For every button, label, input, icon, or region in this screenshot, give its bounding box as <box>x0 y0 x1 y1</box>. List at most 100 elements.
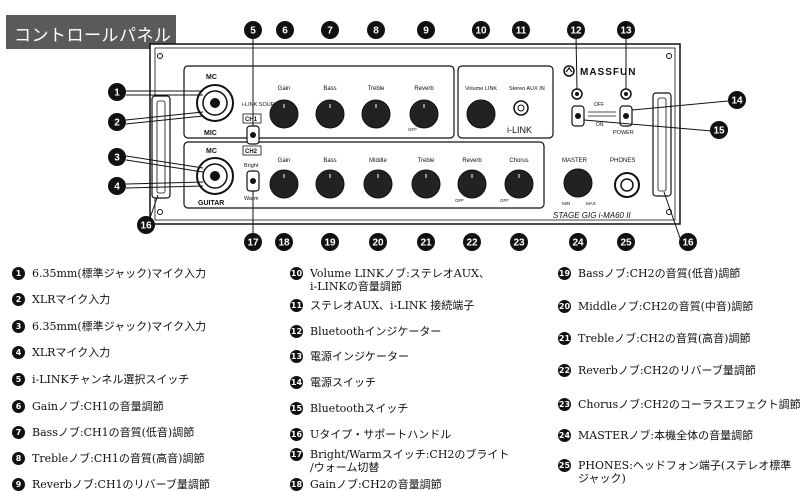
power-switch[interactable] <box>619 105 633 127</box>
callout-16: 16 <box>137 216 155 234</box>
on-label: ON <box>596 122 604 128</box>
legend-item: 8 Trebleノブ:CH1の音質(高音)調節 <box>12 452 204 465</box>
ch1-knob-label: Reverb <box>414 86 434 92</box>
legend-number-badge: 25 <box>558 459 571 472</box>
svg-text:3: 3 <box>114 153 120 164</box>
ch1-knob-label: Treble <box>368 86 385 92</box>
ch2-knob-middle[interactable]: Middle <box>363 158 393 199</box>
callout-7: 7 <box>321 21 339 39</box>
ch2-knob-chorus[interactable]: Chorus <box>504 158 534 199</box>
legend-item: 7 Bassノブ:CH1の音質(低音)調節 <box>12 426 194 439</box>
legend-number-badge: 8 <box>12 452 25 465</box>
ch2-combo-jack[interactable] <box>196 157 234 195</box>
model-name: STAGE GIG i-MA60 II <box>553 211 631 220</box>
svg-text:20: 20 <box>372 238 384 249</box>
svg-text:23: 23 <box>513 238 525 249</box>
legend-text-line2: ジャック) <box>578 472 626 485</box>
svg-text:25: 25 <box>620 238 632 249</box>
legend-text: Bassノブ:CH1の音質(低音)調節 <box>32 426 195 439</box>
legend-number-badge: 7 <box>12 426 25 439</box>
ch1-knob-gain[interactable]: Gain <box>269 86 299 129</box>
knob-icon <box>504 169 534 199</box>
ch1-combo-jack[interactable] <box>196 84 234 122</box>
legend-number-badge: 2 <box>12 293 25 306</box>
svg-text:2: 2 <box>114 118 120 129</box>
legend-text: 電源スイッチ <box>310 376 376 389</box>
ch2-knob-label: Middle <box>369 158 387 164</box>
callout-4: 4 <box>108 177 126 195</box>
ch1-section <box>183 65 455 139</box>
ch1-knob-bass[interactable]: Bass <box>315 86 345 129</box>
ch2-knob-reverb[interactable]: Reverb <box>457 158 487 199</box>
bright-warm-switch[interactable] <box>246 170 260 192</box>
power-indicator <box>620 88 632 100</box>
legend-text: XLRマイク入力 <box>32 346 111 359</box>
svg-text:1: 1 <box>114 88 120 99</box>
legend-text: 6.35mm(標準ジャック)マイク入力 <box>32 267 207 280</box>
screw-icon <box>157 209 163 215</box>
callout-21: 21 <box>417 233 435 251</box>
svg-text:7: 7 <box>327 26 333 37</box>
ilink-source-switch[interactable] <box>246 125 260 145</box>
knob-icon <box>411 169 441 199</box>
stereo-aux-label: Stereo AUX IN <box>509 86 545 92</box>
volume-link-knob[interactable] <box>466 99 496 129</box>
ch1-knob-group: Gain Bass Treble Reverb <box>269 86 439 129</box>
svg-text:6: 6 <box>282 26 288 37</box>
master-knob[interactable] <box>563 168 593 198</box>
callout-5: 5 <box>244 21 262 39</box>
legend-number-badge: 13 <box>290 350 303 363</box>
callout-13: 13 <box>617 21 635 39</box>
ch2-reverb-off-label: OFF <box>455 198 464 203</box>
power-label: POWER <box>613 130 634 136</box>
legend-text: Trebleノブ:CH1の音質(高音)調節 <box>32 452 205 465</box>
ch2-knob-bass[interactable]: Bass <box>315 158 345 199</box>
bluetooth-switch[interactable] <box>571 105 585 127</box>
control-panel-diagram: MC MIC MC GUITAR i-LINK SOURCE CH1 CH2 B… <box>108 21 746 251</box>
ch2-knob-label: Treble <box>418 158 435 164</box>
warm-label: Warm <box>244 196 259 202</box>
ch1-knob-label: Gain <box>278 86 291 92</box>
ch2-bottom-label: GUITAR <box>198 200 224 207</box>
legend-text-line2: /ウォーム切替 <box>310 461 380 474</box>
brand-logo-icon <box>563 65 575 77</box>
ch1-reverb-off-label: OFF <box>408 127 417 132</box>
ch1-knob-reverb[interactable]: Reverb <box>409 86 439 129</box>
legend-number-badge: 20 <box>558 300 571 313</box>
ch1-bottom-label: MIC <box>204 130 217 137</box>
knob-icon <box>315 99 345 129</box>
callout-18: 18 <box>275 233 293 251</box>
ch2-knob-treble[interactable]: Treble <box>411 158 441 199</box>
brand-name: MASSFUN <box>580 67 636 78</box>
page-title: コントロールパネル <box>14 26 172 46</box>
svg-text:21: 21 <box>420 238 432 249</box>
screw-icon <box>666 53 672 59</box>
legend-number-badge: 10 <box>290 267 303 280</box>
svg-text:13: 13 <box>620 26 632 37</box>
legend-item: 6 Gainノブ:CH1の音量調節 <box>12 400 164 413</box>
knob-icon <box>361 99 391 129</box>
ch2-knob-gain[interactable]: Gain <box>269 158 299 199</box>
off-label: OFF <box>594 102 604 108</box>
phones-jack[interactable] <box>614 172 640 198</box>
legend-number-badge: 6 <box>12 400 25 413</box>
volume-link-label: Volume LINK <box>465 86 497 92</box>
legend-text: Bluetoothスイッチ <box>310 402 409 415</box>
ch1-knob-treble[interactable]: Treble <box>361 86 391 129</box>
stereo-aux-jack[interactable] <box>513 100 529 116</box>
legend-text: Reverbノブ:CH2のリバーブ量調節 <box>578 364 756 377</box>
legend-text: Gainノブ:CH1の音量調節 <box>32 400 164 413</box>
knob-icon <box>315 169 345 199</box>
